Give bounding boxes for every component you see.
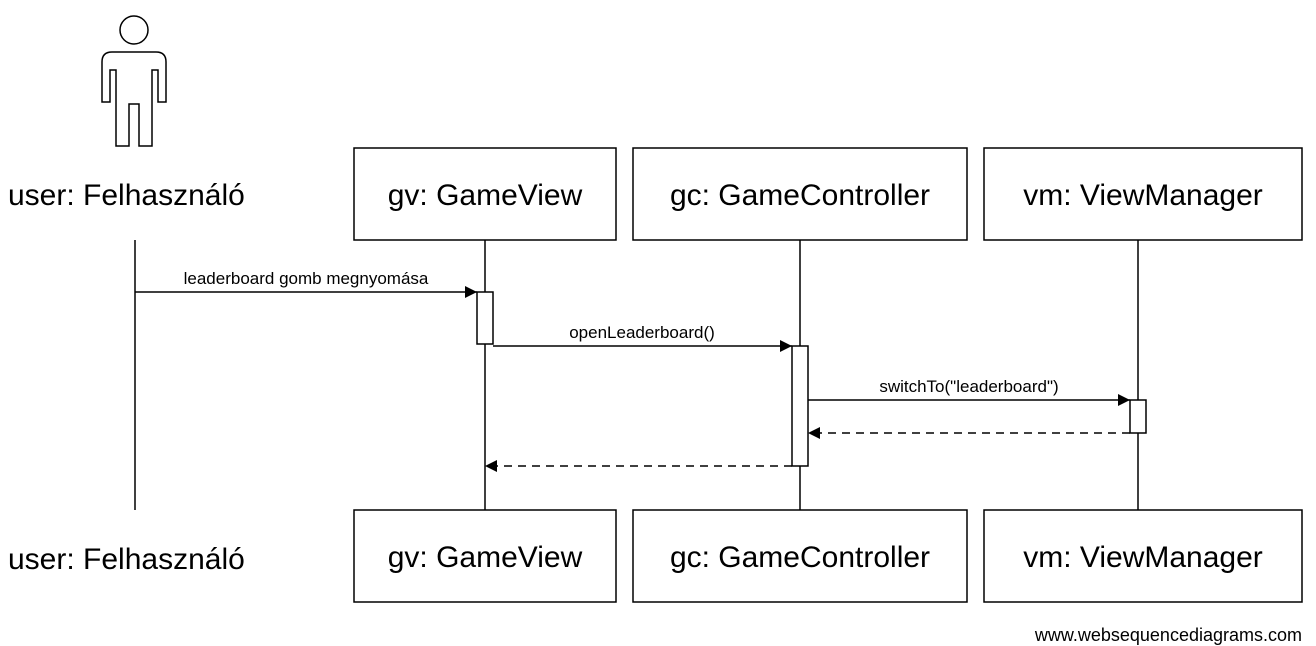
actor-figure-icon [101,15,167,147]
participant-box-gc-bottom [632,509,968,603]
message-label-1: leaderboard gomb megnyomása [184,269,429,288]
activation-vm [1129,399,1147,434]
participant-label-gv-top: gv: GameView [388,179,583,212]
watermark-text: www.websequencediagrams.com [1034,625,1302,645]
actor-label-bottom: user: Felhasználó [8,543,245,576]
participant-label-vm-bottom: vm: ViewManager [1023,541,1263,574]
message-label-3: switchTo("leaderboard") [879,377,1058,396]
participant-label-gc-top: gc: GameController [670,179,930,212]
participant-box-gv-top [353,147,617,241]
participant-box-gc-top [632,147,968,241]
activation-gc [791,345,809,467]
participant-box-gv-bottom [353,509,617,603]
participant-label-gv-bottom: gv: GameView [388,541,583,574]
participant-box-vm-top [983,147,1303,241]
activation-gv [476,291,494,345]
participant-box-vm-bottom [983,509,1303,603]
message-label-2: openLeaderboard() [569,323,715,342]
participant-label-gc-bottom: gc: GameController [670,541,930,574]
actor-label-top: user: Felhasználó [8,179,245,212]
participant-label-vm-top: vm: ViewManager [1023,179,1263,212]
